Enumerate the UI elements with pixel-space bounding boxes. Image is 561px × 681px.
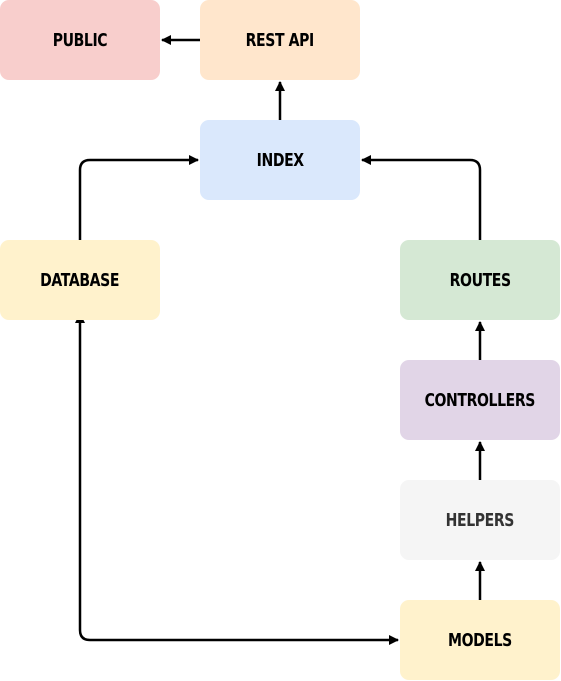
node-helpers: HELPERS	[400, 480, 560, 560]
node-controllers: CONTROLLERS	[400, 360, 560, 440]
node-helpers-label: HELPERS	[445, 509, 515, 531]
node-database: DATABASE	[0, 240, 160, 320]
node-database-label: DATABASE	[40, 269, 120, 291]
edge-routes-to-index	[361, 155, 482, 240]
node-routes: ROUTES	[400, 240, 560, 320]
node-public: PUBLIC	[0, 0, 160, 80]
node-rest-api: REST API	[200, 0, 360, 80]
node-models-label: MODELS	[448, 629, 512, 651]
node-controllers-label: CONTROLLERS	[424, 389, 536, 411]
node-public-label: PUBLIC	[52, 29, 108, 51]
node-routes-label: ROUTES	[449, 269, 511, 291]
edge-models-database-bidirectional	[75, 313, 399, 645]
node-models: MODELS	[400, 600, 560, 680]
node-rest-api-label: REST API	[245, 29, 315, 51]
node-index: INDEX	[200, 120, 360, 200]
edge-database-to-index	[78, 155, 199, 240]
node-index-label: INDEX	[256, 149, 304, 171]
